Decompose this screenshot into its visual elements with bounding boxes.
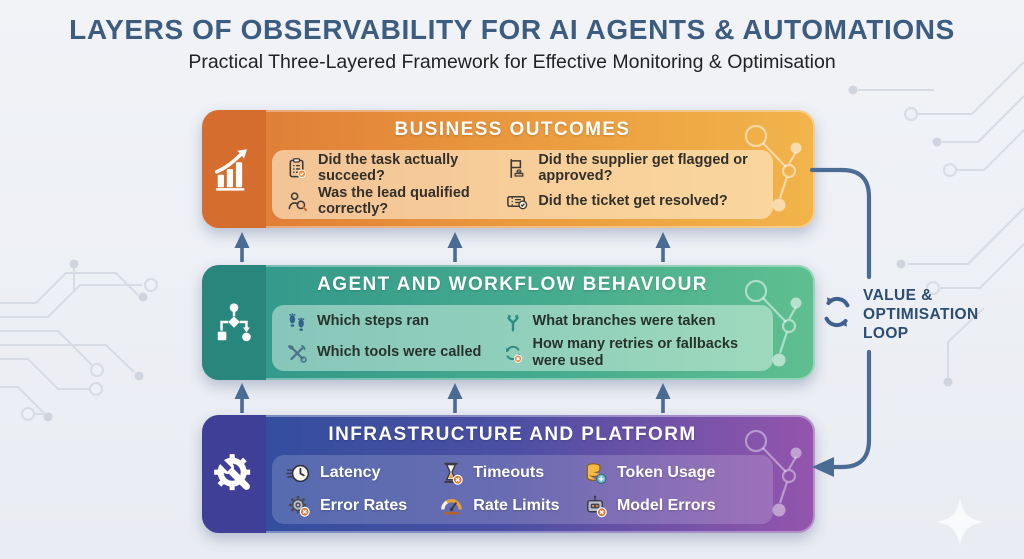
model-errors-icon (583, 493, 608, 518)
sparkle-icon (936, 498, 984, 546)
layer-title: AGENT AND WORKFLOW BEHAVIOUR (317, 274, 708, 295)
business-outcomes-panel: Did the task actually succeed? Was the l… (272, 150, 773, 219)
list-item: Which tools were called (286, 342, 502, 364)
timeouts-icon (439, 461, 464, 486)
infrastructure-strip (202, 415, 266, 533)
item-label: Which steps ran (317, 313, 429, 330)
header: LAYERS OF OBSERVABILITY FOR AI AGENTS & … (0, 0, 1024, 74)
item-label: Latency (320, 464, 381, 482)
list-item: How many retries or fallbacks were used (502, 336, 765, 369)
agent-workflow-panel: Which steps ran Which tools were called (272, 305, 773, 371)
latency-icon (286, 461, 311, 486)
infrastructure-panel: Latency Error Rates (272, 455, 773, 524)
page-title: LAYERS OF OBSERVABILITY FOR AI AGENTS & … (69, 14, 955, 45)
list-item: Latency (286, 461, 439, 486)
branch-icon (502, 311, 524, 333)
layer-title: BUSINESS OUTCOMES (394, 119, 631, 140)
footprints-icon (286, 311, 308, 333)
item-label: How many retries or fallbacks were used (532, 336, 739, 369)
list-item: Timeouts (439, 461, 583, 486)
layer-infrastructure-platform: INFRASTRUCTURE AND PLATFORM Latency (202, 415, 815, 533)
item-label: Token Usage (616, 464, 716, 482)
layer-title: INFRASTRUCTURE AND PLATFORM (328, 424, 697, 445)
task-checklist-icon (286, 157, 309, 180)
list-item: Which steps ran (286, 311, 502, 333)
page-subtitle: Practical Three-Layered Framework for Ef… (188, 51, 836, 73)
layer-agent-workflow-behaviour: AGENT AND WORKFLOW BEHAVIOUR Which steps… (202, 265, 815, 380)
list-item: Model Errors (583, 493, 765, 518)
layer-business-outcomes: BUSINESS OUTCOMES Did the task actually … (202, 110, 815, 228)
ticket-resolved-icon (506, 190, 529, 213)
list-item: Token Usage (583, 461, 765, 486)
bar-chart-growth-icon (215, 149, 247, 191)
retry-icon (502, 342, 524, 364)
list-item: Was the lead qualified correctly? (286, 185, 506, 218)
list-item: Did the task actually succeed? (286, 152, 506, 185)
token-usage-icon (583, 461, 608, 486)
workflow-icon (217, 302, 251, 341)
circuit-nodes-decoration (744, 429, 802, 517)
item-label: Did the supplier get flagged or approved… (538, 152, 748, 185)
item-label: Timeouts (473, 464, 545, 482)
list-item: Did the ticket get resolved? (506, 190, 765, 213)
list-item: Rate Limits (439, 493, 583, 518)
circuit-nodes-decoration (744, 124, 802, 212)
list-item: Did the supplier get flagged or approved… (506, 152, 765, 185)
list-item: What branches were taken (502, 311, 765, 333)
error-rates-icon (286, 493, 311, 518)
list-item: Error Rates (286, 493, 439, 518)
refresh-loop-icon (824, 296, 850, 328)
loop-label: VALUE & OPTIMISATION LOOP (863, 287, 979, 342)
circuit-nodes-decoration (744, 279, 802, 367)
gear-wrench-icon (214, 454, 251, 491)
item-label: What branches were taken (532, 313, 716, 330)
item-label: Rate Limits (473, 496, 560, 514)
agent-workflow-strip (202, 265, 266, 380)
item-label: Did the task actually succeed? (318, 152, 459, 185)
item-label: Was the lead qualified correctly? (318, 184, 470, 218)
item-label: Model Errors (616, 496, 716, 514)
lead-qualified-icon (286, 190, 309, 213)
tools-icon (286, 342, 308, 364)
item-label: Error Rates (320, 496, 408, 514)
item-label: Which tools were called (317, 344, 482, 361)
rate-limits-icon (439, 493, 464, 518)
item-label: Did the ticket get resolved? (538, 192, 728, 209)
business-outcomes-strip (202, 110, 266, 228)
supplier-flag-icon (506, 157, 529, 180)
